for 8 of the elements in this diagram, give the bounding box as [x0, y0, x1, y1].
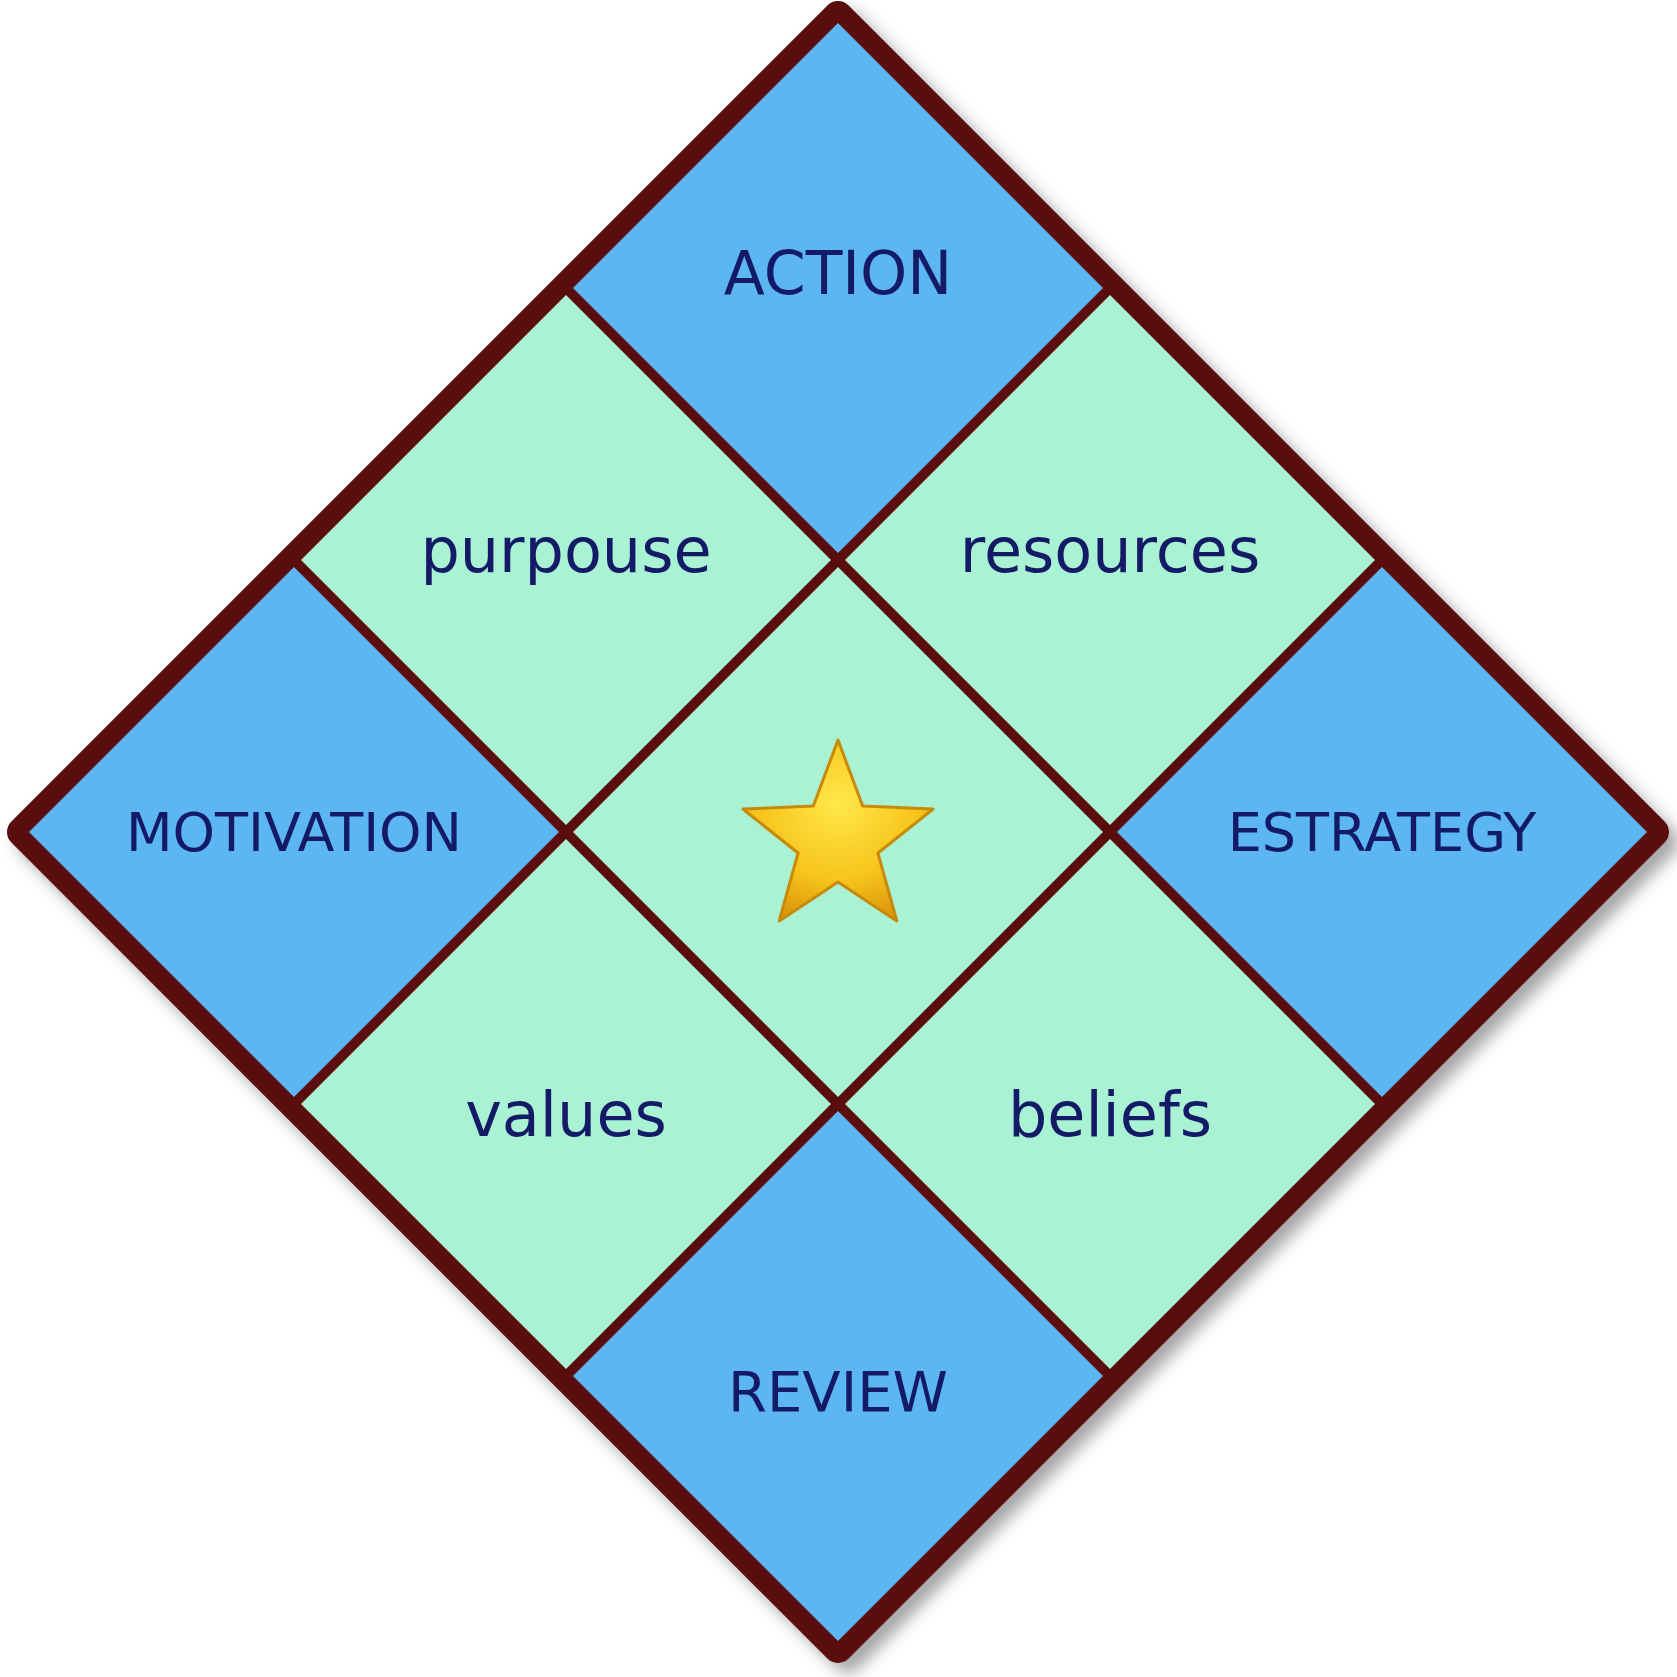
cell-label: values: [465, 1077, 667, 1151]
cell-label: REVIEW: [728, 1358, 948, 1424]
cell-label: resources: [959, 513, 1261, 587]
cell-label: beliefs: [1007, 1077, 1213, 1151]
cell-label: purpouse: [420, 513, 712, 587]
cell-label: ACTION: [723, 238, 953, 308]
cell-label: ESTRATEGY: [1227, 800, 1537, 864]
cell-label: MOTIVATION: [125, 800, 463, 864]
